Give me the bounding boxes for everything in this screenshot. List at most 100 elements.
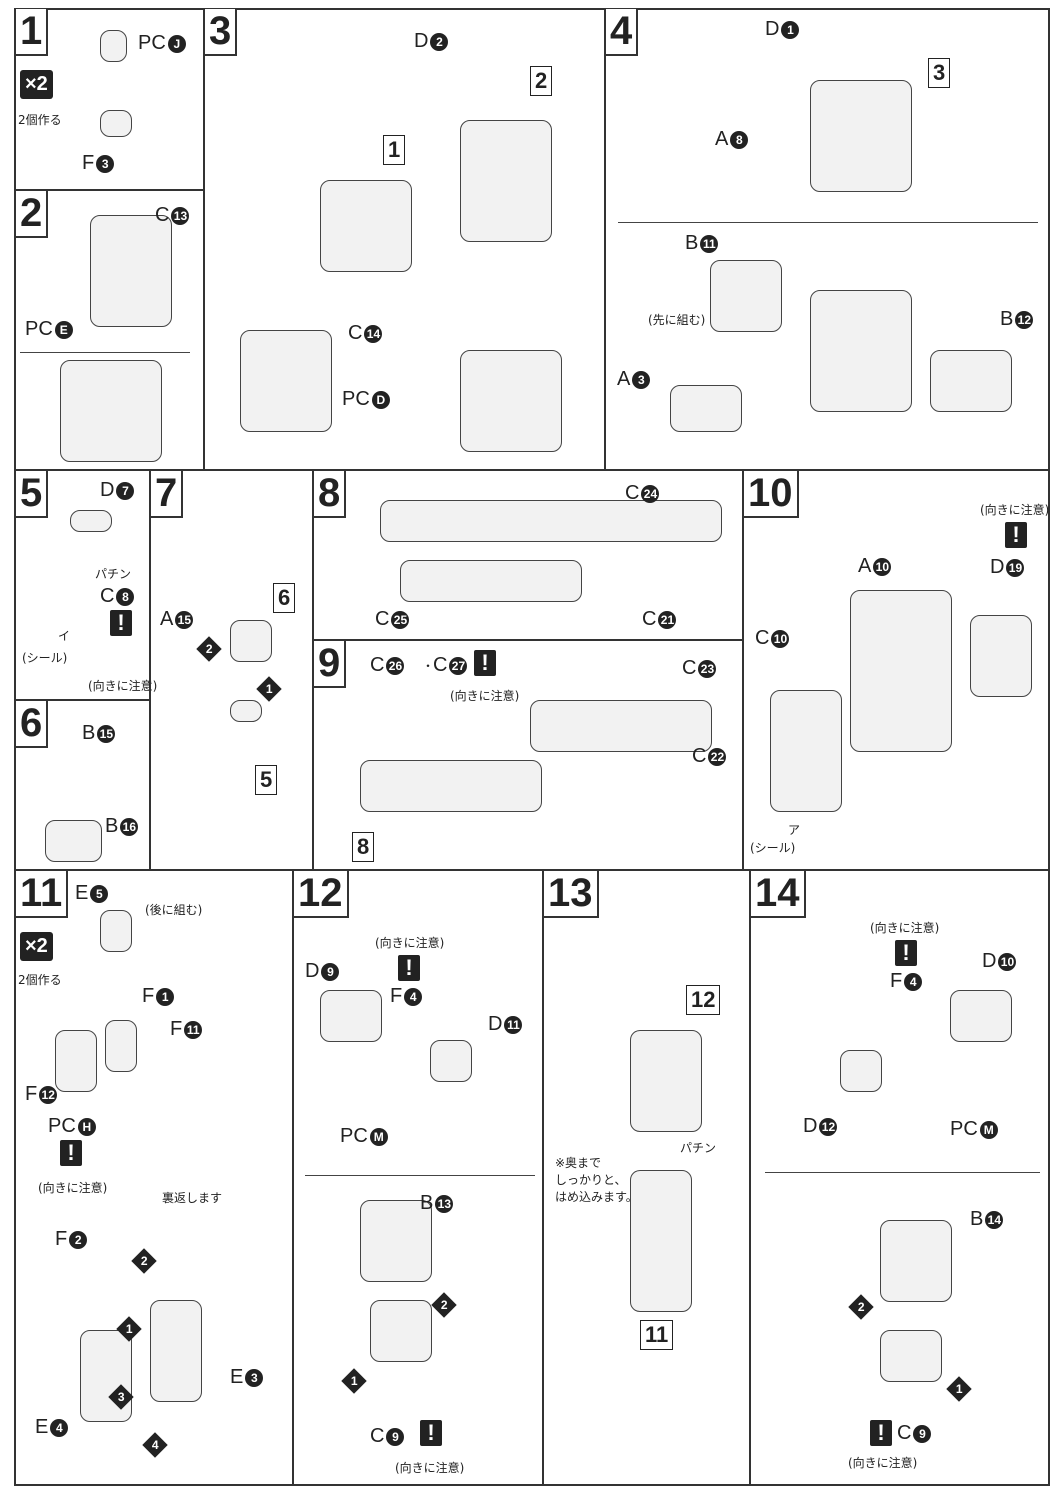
note-text: ※奥まで しっかりと、 はめ込みます。 xyxy=(555,1156,638,1204)
note-text: 裏返します xyxy=(162,1191,223,1205)
part-letter: F xyxy=(25,1083,38,1105)
part-illustration xyxy=(930,350,1012,412)
note-text: (向きに注意) xyxy=(38,1181,108,1195)
part-number: 19 xyxy=(1006,559,1025,577)
step-number: 2 xyxy=(16,191,49,238)
part-letter: C xyxy=(682,657,697,679)
part-number: E xyxy=(54,321,73,339)
subassembly-ref: 5 xyxy=(255,765,278,795)
step-panel-5 xyxy=(15,470,150,700)
part-illustration xyxy=(950,990,1012,1042)
part-number: 7 xyxy=(116,482,135,500)
part-letter: C xyxy=(370,1425,385,1447)
part-number: 4 xyxy=(404,988,423,1006)
note-text: (向きに注意) xyxy=(395,1461,465,1475)
part-number: 11 xyxy=(504,1016,523,1034)
note-text: (先に組む) xyxy=(648,313,706,327)
part-number: J xyxy=(167,35,186,53)
part-number: 12 xyxy=(1015,311,1034,329)
step-number: 14 xyxy=(751,871,806,918)
step-panel-4 xyxy=(605,8,1050,470)
part-illustration xyxy=(460,120,552,242)
part-number: 8 xyxy=(730,131,749,149)
part-letter: C xyxy=(625,482,640,504)
order-number: 2 xyxy=(440,1298,448,1312)
part-number: 10 xyxy=(998,953,1017,971)
step-number: 3 xyxy=(205,9,238,56)
order-number: 1 xyxy=(955,1382,963,1396)
part-illustration xyxy=(370,1300,432,1362)
step-panel-11 xyxy=(15,870,293,1485)
part-letter: F xyxy=(82,152,95,174)
part-illustration xyxy=(55,1030,97,1092)
part-number: 11 xyxy=(700,235,719,253)
part-illustration xyxy=(100,910,132,952)
part-illustration xyxy=(360,1200,432,1282)
part-letter: C xyxy=(433,654,448,676)
part-illustration xyxy=(320,990,382,1042)
part-number: 25 xyxy=(391,611,410,629)
step-panel-3 xyxy=(204,8,605,470)
part-letter: B xyxy=(420,1192,434,1214)
part-illustration xyxy=(670,385,742,432)
note-text: パチン xyxy=(680,1141,717,1155)
part-illustration xyxy=(880,1220,952,1302)
part-letter: F xyxy=(55,1228,68,1250)
divider-line xyxy=(765,1172,1040,1173)
part-letter: PC xyxy=(342,388,370,410)
part-number: 1 xyxy=(781,21,800,39)
part-illustration xyxy=(770,690,842,812)
part-number: 2 xyxy=(430,33,449,51)
note-text: (向きに注意) xyxy=(375,936,445,950)
note-text: ア xyxy=(788,823,801,837)
part-illustration xyxy=(100,30,127,62)
part-number: 4 xyxy=(50,1419,69,1437)
part-number: 11 xyxy=(184,1021,203,1039)
step-panel-9 xyxy=(313,640,743,870)
part-letter: D xyxy=(488,1013,503,1035)
part-letter: D xyxy=(990,556,1005,578)
part-illustration xyxy=(60,360,162,462)
part-number: 9 xyxy=(386,1428,405,1446)
quantity-badge: ×2 xyxy=(20,70,53,99)
part-letter: PC xyxy=(950,1118,978,1140)
divider-line xyxy=(305,1175,535,1176)
part-number: 27 xyxy=(449,657,468,675)
part-illustration xyxy=(100,110,132,137)
part-letter: C xyxy=(755,627,770,649)
part-letter: D xyxy=(803,1115,818,1137)
caution-icon: ! xyxy=(60,1140,82,1166)
part-letter: E xyxy=(230,1366,244,1388)
step-number: 12 xyxy=(294,871,349,918)
order-number: 2 xyxy=(205,642,213,656)
step-number: 6 xyxy=(16,701,49,748)
part-number: 9 xyxy=(321,963,340,981)
order-number: 2 xyxy=(140,1254,148,1268)
part-number: 2 xyxy=(69,1231,88,1249)
part-letter: C xyxy=(375,608,390,630)
part-number: 15 xyxy=(175,611,194,629)
step-panel-8 xyxy=(313,470,743,640)
part-illustration xyxy=(400,560,582,602)
part-letter: E xyxy=(35,1416,49,1438)
part-number: 23 xyxy=(698,660,717,678)
part-number: 26 xyxy=(386,657,405,675)
